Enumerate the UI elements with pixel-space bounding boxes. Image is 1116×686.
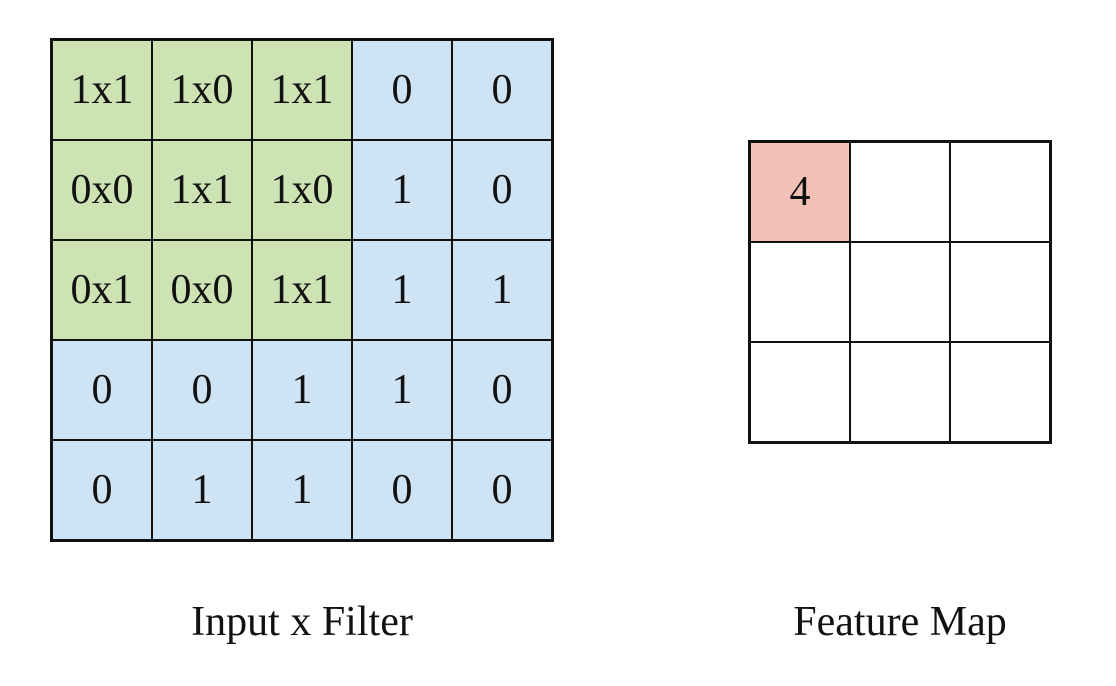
- input-cell-3-3: 1: [353, 341, 451, 439]
- input-cell-1-1: 1x1: [153, 141, 251, 239]
- input-cell-2-0: 0x1: [53, 241, 151, 339]
- input-cell-0-2: 1x1: [253, 41, 351, 139]
- input-cell-3-2: 1: [253, 341, 351, 439]
- input-cell-3-4: 0: [453, 341, 551, 439]
- feature-cell-0-1: [851, 143, 949, 241]
- feature-cell-1-0: [751, 243, 849, 341]
- feature-cell-2-0: [751, 343, 849, 441]
- feature-map-label: Feature Map: [793, 599, 1007, 645]
- input-cell-2-1: 0x0: [153, 241, 251, 339]
- input-cell-3-0: 0: [53, 341, 151, 439]
- input-cell-4-0: 0: [53, 441, 151, 539]
- input-cell-0-3: 0: [353, 41, 451, 139]
- feature-cell-0-2: [951, 143, 1049, 241]
- input-cell-2-2: 1x1: [253, 241, 351, 339]
- feature-cell-2-2: [951, 343, 1049, 441]
- input-cell-1-4: 0: [453, 141, 551, 239]
- feature-cell-1-2: [951, 243, 1049, 341]
- input-cell-3-1: 0: [153, 341, 251, 439]
- input-cell-1-3: 1: [353, 141, 451, 239]
- input-cell-1-0: 0x0: [53, 141, 151, 239]
- input-cell-0-1: 1x0: [153, 41, 251, 139]
- input-cell-4-4: 0: [453, 441, 551, 539]
- input-cell-0-4: 0: [453, 41, 551, 139]
- input-cell-0-0: 1x1: [53, 41, 151, 139]
- feature-cell-2-1: [851, 343, 949, 441]
- input-cell-4-2: 1: [253, 441, 351, 539]
- feature-cell-1-1: [851, 243, 949, 341]
- input-cell-4-3: 0: [353, 441, 451, 539]
- input-cell-2-3: 1: [353, 241, 451, 339]
- input-cell-1-2: 1x0: [253, 141, 351, 239]
- input-cell-2-4: 1: [453, 241, 551, 339]
- feature-cell-0-0: 4: [751, 143, 849, 241]
- feature-map-grid: 4: [748, 140, 1052, 444]
- input-cell-4-1: 1: [153, 441, 251, 539]
- input-filter-grid: 1x1 1x0 1x1 0 0 0x0 1x1 1x0 1 0 0x1 0x0 …: [50, 38, 554, 542]
- input-filter-label: Input x Filter: [191, 599, 413, 645]
